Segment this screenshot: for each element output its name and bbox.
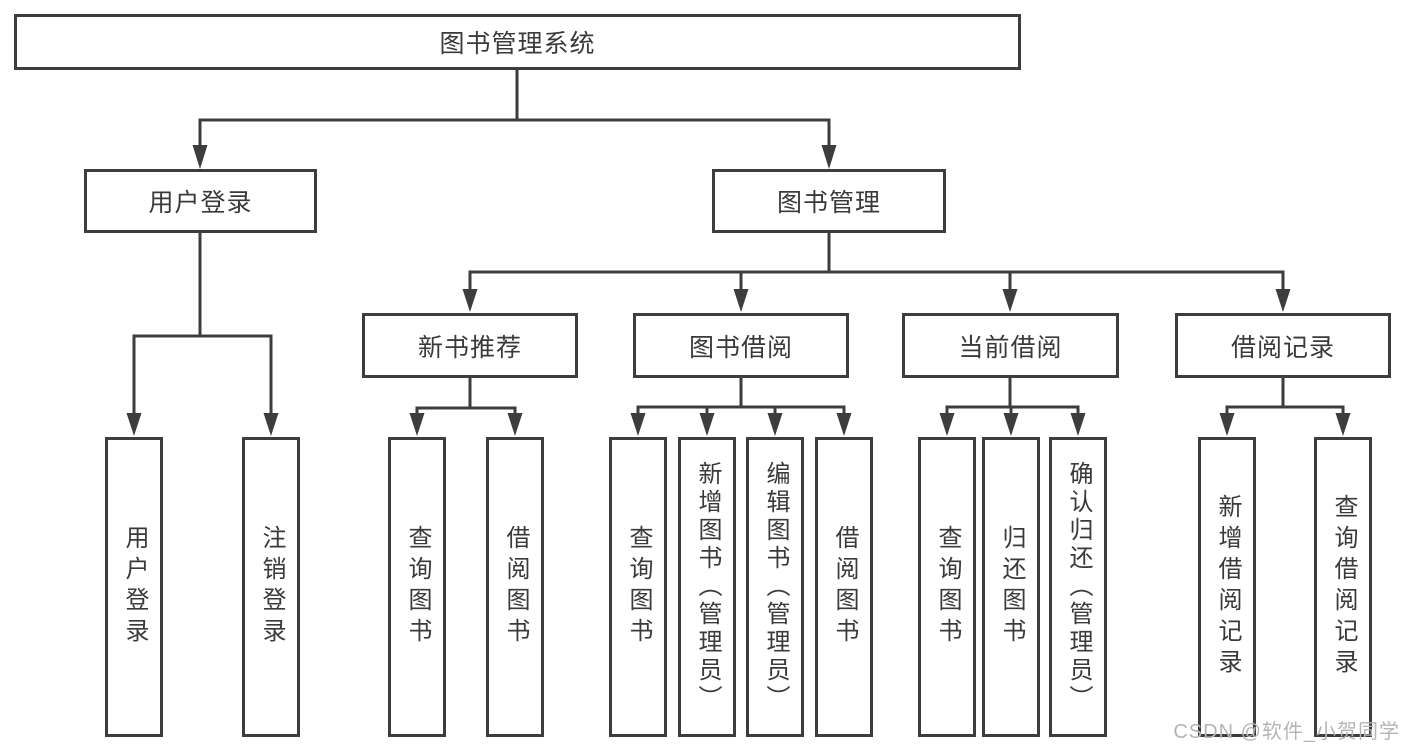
node-root: 图书管理系统 [14, 14, 1021, 70]
arrowhead [409, 413, 425, 436]
arrowhead [507, 413, 523, 436]
connector-book-borrow-children [630, 378, 852, 436]
connector-book-management-children [462, 233, 1291, 312]
node-user-login: 用户登录 [84, 169, 317, 233]
leaf-bb-borrow-books: 借阅图书 [815, 437, 873, 737]
node-borrow-records: 借阅记录 [1175, 313, 1391, 378]
arrowhead [767, 413, 783, 436]
node-book-borrow: 图书借阅 [633, 313, 849, 378]
arrowhead [836, 413, 852, 436]
leaf-br-add-record: 新增借阅记录 [1198, 437, 1256, 737]
arrowhead [1070, 413, 1086, 436]
arrowhead [630, 413, 646, 436]
leaf-cb-query-books: 查询图书 [918, 437, 976, 737]
connector-user-login-children [126, 233, 279, 436]
arrowhead [821, 145, 837, 169]
leaf-logout-login: 注销登录 [242, 437, 300, 737]
connector-borrow-records-children [1219, 378, 1351, 436]
csdn-watermark: CSDN @软件_小贺同学 [1173, 721, 1400, 743]
node-book-management: 图书管理 [712, 169, 946, 233]
leaf-nb-query-books: 查询图书 [388, 437, 446, 737]
leaf-nb-borrow-books: 借阅图书 [486, 437, 544, 737]
leaf-bb-query-books: 查询图书 [609, 437, 667, 737]
leaf-br-query-record: 查询借阅记录 [1314, 437, 1372, 737]
arrowhead [733, 289, 749, 312]
arrowhead [1002, 289, 1018, 312]
node-new-book-recommend: 新书推荐 [362, 313, 578, 378]
leaf-bb-edit-books-admin: 编辑图书（管理员） [746, 437, 804, 737]
connector-current-borrow-children [939, 378, 1086, 436]
node-current-borrow: 当前借阅 [902, 313, 1119, 378]
arrowhead [1219, 413, 1235, 436]
connector-root-children [192, 70, 837, 169]
arrowhead [1275, 289, 1291, 312]
leaf-cb-confirm-return-admin: 确认归还（管理员） [1049, 437, 1107, 737]
arrowhead [192, 145, 208, 169]
leaf-user-login: 用户登录 [105, 437, 163, 737]
arrowhead [1335, 413, 1351, 436]
arrowhead [939, 413, 955, 436]
arrowhead [263, 413, 279, 436]
leaf-bb-add-books-admin: 新增图书（管理员） [678, 437, 736, 737]
arrowhead [462, 289, 478, 312]
connector-new-book-children [409, 378, 523, 436]
arrowhead [126, 413, 142, 436]
leaf-cb-return-books: 归还图书 [982, 437, 1040, 737]
arrowhead [1003, 413, 1019, 436]
arrowhead [699, 413, 715, 436]
